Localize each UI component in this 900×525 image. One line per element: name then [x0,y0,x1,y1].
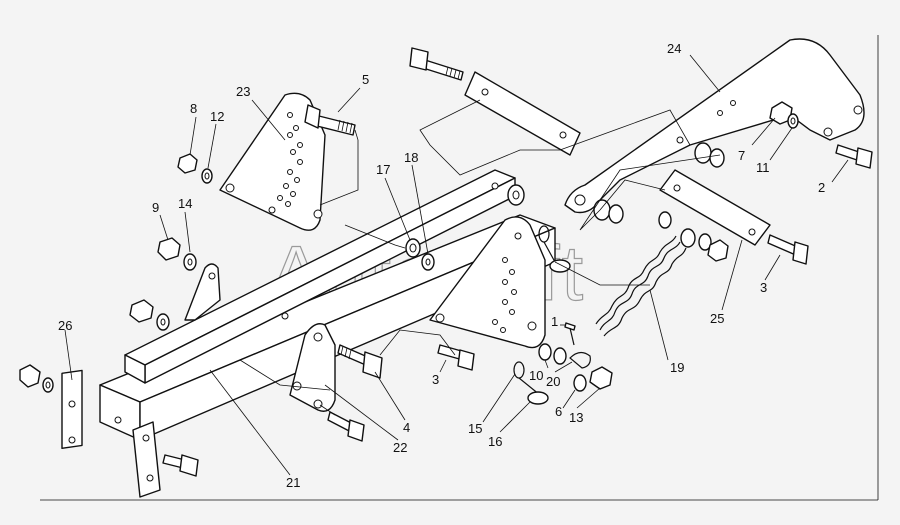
callout-14: 14 [178,196,192,211]
bolt-22-lower [327,411,365,442]
washer-10 [538,343,567,365]
nut-8 [177,153,198,174]
bolt-1 [564,322,576,346]
washer-left [156,313,170,331]
callout-26: 26 [58,318,72,333]
callout-18: 18 [404,150,418,165]
nut-9 [157,237,181,261]
callout-10: 10 [529,368,543,383]
nut-13 [589,366,613,390]
bolt-3-center [437,344,475,371]
plate-right-perforated [429,216,546,349]
callout-22: 22 [393,440,407,455]
washer-26 [42,377,54,393]
callout-25: 25 [710,311,724,326]
bushing-arm-left [593,199,624,224]
callout-13: 13 [569,410,583,425]
bolt-5 [304,104,356,136]
link-plate-top [464,71,581,156]
bushing-18 [421,253,435,271]
pin-15 [513,361,549,405]
plate-lower [132,421,161,498]
bolt-2 [835,144,873,169]
washer-11 [787,113,799,129]
callout-24: 24 [667,41,681,56]
bushing-center [507,184,525,206]
callout-7: 7 [738,148,745,163]
spring-19 [595,235,687,337]
callout-9: 9 [152,200,159,215]
callout-12: 12 [210,109,224,124]
callout-23: 23 [236,84,250,99]
callout-1: 1 [551,314,558,329]
callout-2: 2 [818,180,825,195]
pin-16 [538,225,571,273]
callout-3-center: 3 [432,372,439,387]
callout-leaders [64,54,849,476]
callout-20: 20 [546,374,560,389]
shackle-20 [569,351,591,369]
assembly-lines [239,99,721,416]
callout-21: 21 [286,475,300,490]
callout-15: 15 [468,421,482,436]
left-bracket [184,263,221,321]
bolt-3-right [767,234,809,265]
callout-16: 16 [488,434,502,449]
callout-6: 6 [555,404,562,419]
plate-26 [61,369,83,449]
callout-8: 8 [190,101,197,116]
callout-4: 4 [403,420,410,435]
washers-25-stack [658,211,729,262]
plate-23 [219,92,326,231]
bolt-top [409,47,464,81]
callout-17: 17 [376,162,390,177]
plate-25 [659,169,771,246]
washer-14 [183,253,197,271]
washer-6 [573,374,587,392]
bushing-17 [405,238,421,258]
bolt-3-lower [162,454,199,477]
right-plate-hole-array [492,257,517,333]
nut-left [129,299,154,323]
callout-labels: 1 2 3 3 3 4 5 6 7 8 9 10 11 12 13 14 15 … [58,41,825,490]
plate-23-hole-array [277,112,303,207]
callout-5: 5 [362,72,369,87]
arm-24 [564,38,865,214]
callout-11: 11 [756,160,770,175]
callout-3-right: 3 [760,280,767,295]
nut-26 [19,364,41,388]
washer-12 [201,168,213,184]
upper-bar [124,169,516,384]
callout-19: 19 [670,360,684,375]
bolt-4 [337,344,383,379]
